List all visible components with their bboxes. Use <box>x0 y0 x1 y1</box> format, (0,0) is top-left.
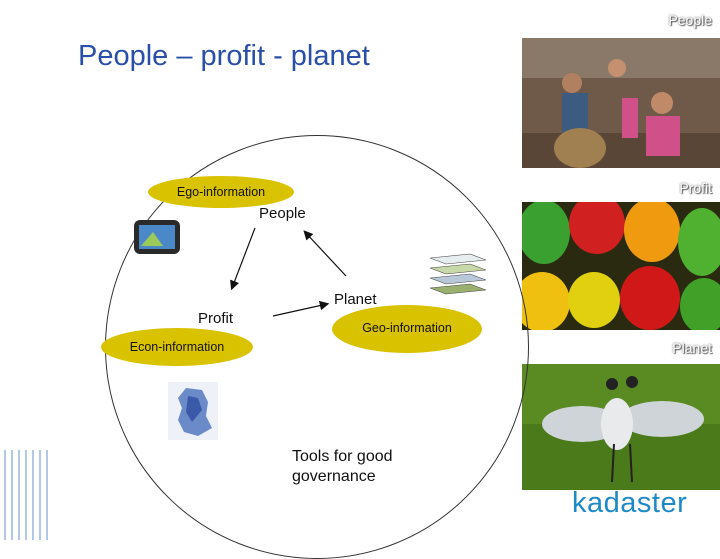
geo-information-label: Geo-information <box>362 321 452 335</box>
ego-information-ellipse: Ego-information <box>148 176 294 208</box>
profit-label: Profit <box>198 310 234 327</box>
planet-label: Planet <box>334 291 377 308</box>
planet-photo <box>522 364 720 490</box>
tools-line-2: governance <box>292 468 376 485</box>
diagram-arrows <box>230 227 347 317</box>
netherlands-map-icon <box>168 382 218 440</box>
planet-photo-label: Planet <box>672 340 712 356</box>
geo-information-ellipse: Geo-information <box>332 305 482 353</box>
gps-device-icon <box>134 220 180 254</box>
econ-information-ellipse: Econ-information <box>101 328 253 366</box>
kadaster-logo: kadaster <box>572 487 688 519</box>
tools-for-good-governance: Tools for good governance <box>292 447 393 487</box>
econ-information-label: Econ-information <box>129 340 225 354</box>
profit-photo <box>522 202 720 330</box>
people-photo-label: People <box>668 12 712 28</box>
tools-line-1: Tools for good <box>292 448 393 465</box>
people-label: People <box>259 205 306 222</box>
slide-title: People – profit - planet <box>78 40 370 72</box>
profit-photo-label: Profit <box>679 180 712 196</box>
people-photo <box>522 38 720 168</box>
gis-layers-icon <box>429 253 487 295</box>
ego-information-label: Ego-information <box>176 185 266 199</box>
decorative-lines <box>4 450 48 540</box>
